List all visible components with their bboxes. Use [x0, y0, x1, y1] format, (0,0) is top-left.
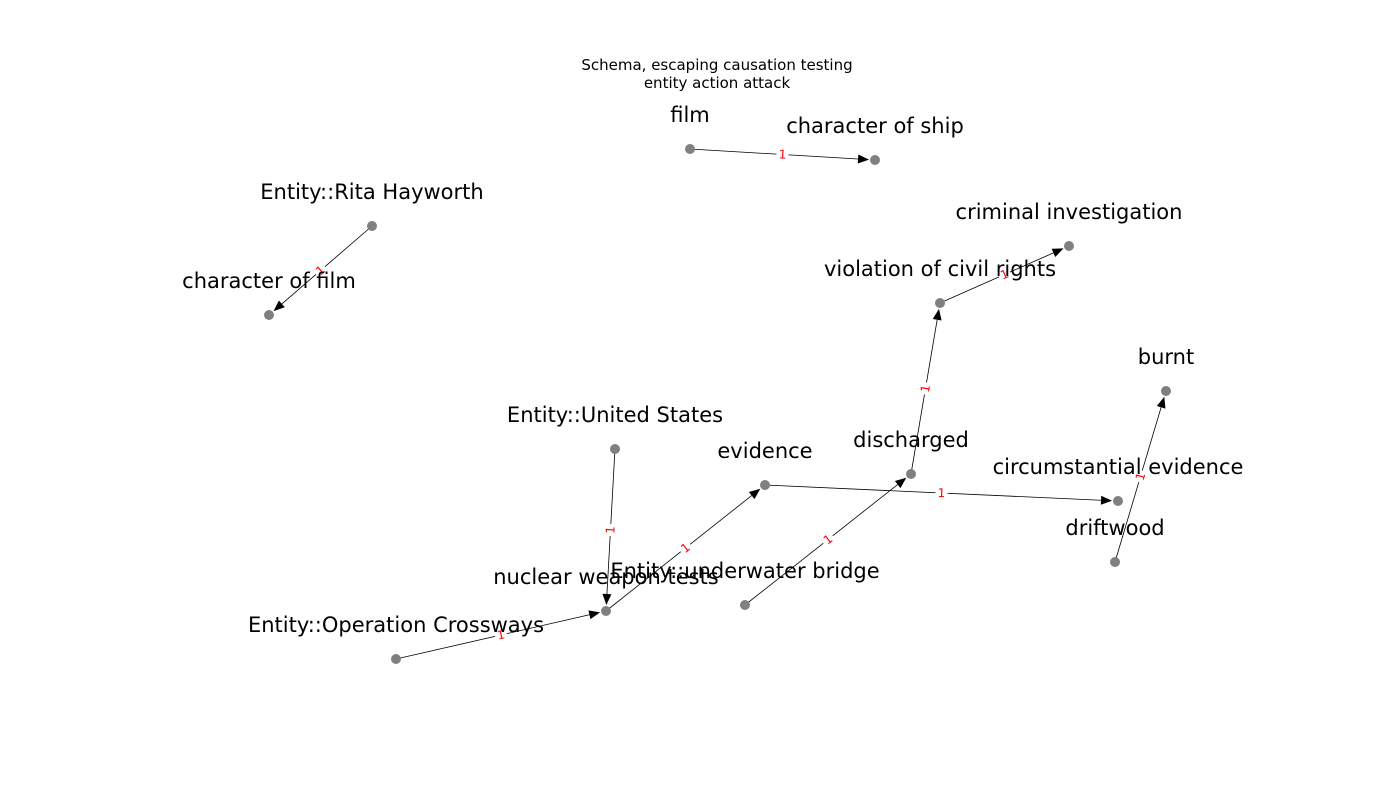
edge-label-background: [493, 626, 509, 644]
edge-label-background: [311, 261, 330, 280]
node-operation_crossways[interactable]: [391, 654, 401, 664]
node-nuclear_weapon_tests[interactable]: [601, 606, 611, 616]
edge-united_states-to-nuclear_weapon_tests: 1: [602, 448, 618, 606]
node-label-united_states: Entity::United States: [507, 403, 723, 427]
edge-underwater_bridge-to-discharged: 1: [744, 477, 907, 606]
arrowhead-icon: [748, 488, 761, 500]
edge-evidence-to-circumstantial_evidence: 1: [764, 484, 1113, 505]
arrowhead-icon: [1100, 495, 1113, 505]
node-burnt[interactable]: [1161, 386, 1171, 396]
edge-label: 1: [496, 627, 507, 642]
node-discharged[interactable]: [906, 469, 916, 479]
node-label-underwater_bridge: Entity::underwater bridge: [610, 559, 879, 583]
edge-line: [939, 252, 1054, 304]
node-label-character_of_film: character of film: [182, 269, 356, 293]
title-line-1: Schema, escaping causation testing: [581, 56, 852, 74]
edge-line: [744, 484, 898, 606]
edge-label-background: [1132, 468, 1149, 485]
node-underwater_bridge[interactable]: [740, 600, 750, 610]
arrowhead-icon: [857, 154, 870, 164]
edge-label-background: [676, 538, 695, 558]
graph-title: Schema, escaping causation testing entit…: [581, 56, 852, 92]
edge-label-background: [776, 147, 789, 162]
node-united_states[interactable]: [610, 444, 620, 454]
edge-label-background: [603, 523, 618, 537]
node-label-discharged: discharged: [853, 428, 969, 452]
edge-label-background: [917, 381, 934, 396]
node-label-film: film: [670, 103, 710, 127]
node-rita_hayworth[interactable]: [367, 221, 377, 231]
arrowhead-icon: [588, 610, 601, 620]
edge-film-to-character_of_ship: 1: [689, 147, 870, 164]
edge-label: 1: [778, 147, 786, 161]
edge-nuclear_weapon_tests-to-evidence: 1: [605, 488, 761, 612]
edge-line: [395, 614, 590, 660]
node-label-driftwood: driftwood: [1065, 516, 1164, 540]
edge-line: [689, 148, 859, 160]
node-circumstantial_evidence[interactable]: [1113, 496, 1123, 506]
title-line-2: entity action attack: [644, 74, 791, 92]
node-label-nuclear_weapon_tests: nuclear weapon tests: [493, 565, 719, 589]
node-label-violation_of_civil_rights: violation of civil rights: [824, 257, 1056, 281]
edge-line: [764, 484, 1102, 501]
node-criminal_investigation[interactable]: [1064, 241, 1074, 251]
node-label-circumstantial_evidence: circumstantial evidence: [993, 455, 1244, 479]
nodes-layer: [264, 144, 1171, 664]
edge-discharged-to-violation_of_civil_rights: 1: [910, 308, 942, 475]
edge-operation_crossways-to-nuclear_weapon_tests: 1: [395, 610, 601, 660]
node-label-rita_hayworth: Entity::Rita Hayworth: [260, 180, 483, 204]
edge-line: [910, 319, 938, 475]
edge-label-background: [996, 265, 1013, 284]
edge-label-background: [818, 530, 838, 549]
edge-violation_of_civil_rights-to-criminal_investigation: 1: [939, 248, 1064, 304]
node-character_of_ship[interactable]: [870, 155, 880, 165]
arrowhead-icon: [1051, 248, 1064, 257]
arrowhead-icon: [894, 477, 907, 489]
node-label-burnt: burnt: [1138, 345, 1194, 369]
edge-line: [605, 495, 752, 612]
node-label-evidence: evidence: [717, 439, 812, 463]
node-violation_of_civil_rights[interactable]: [935, 298, 945, 308]
arrowhead-icon: [932, 308, 942, 321]
edge-label: 1: [1133, 471, 1149, 482]
node-film[interactable]: [685, 144, 695, 154]
edge-label: 1: [937, 486, 945, 500]
arrowhead-icon: [602, 593, 612, 606]
edge-line: [281, 225, 373, 305]
node-evidence[interactable]: [760, 480, 770, 490]
edge-label: 1: [918, 384, 933, 394]
arrowhead-icon: [1156, 396, 1166, 409]
node-label-criminal_investigation: criminal investigation: [956, 200, 1183, 224]
edge-line: [1114, 407, 1162, 563]
arrowhead-icon: [273, 300, 285, 312]
edge-label: 1: [603, 526, 617, 534]
node-label-operation_crossways: Entity::Operation Crossways: [248, 613, 544, 637]
node-label-character_of_ship: character of ship: [786, 114, 964, 138]
edge-label-background: [935, 485, 948, 501]
node-driftwood[interactable]: [1110, 557, 1120, 567]
edge-rita_hayworth-to-character_of_film: 1: [273, 225, 373, 312]
edge-line: [606, 448, 616, 595]
node-character_of_film[interactable]: [264, 310, 274, 320]
edge-driftwood-to-burnt: 1: [1114, 396, 1166, 563]
